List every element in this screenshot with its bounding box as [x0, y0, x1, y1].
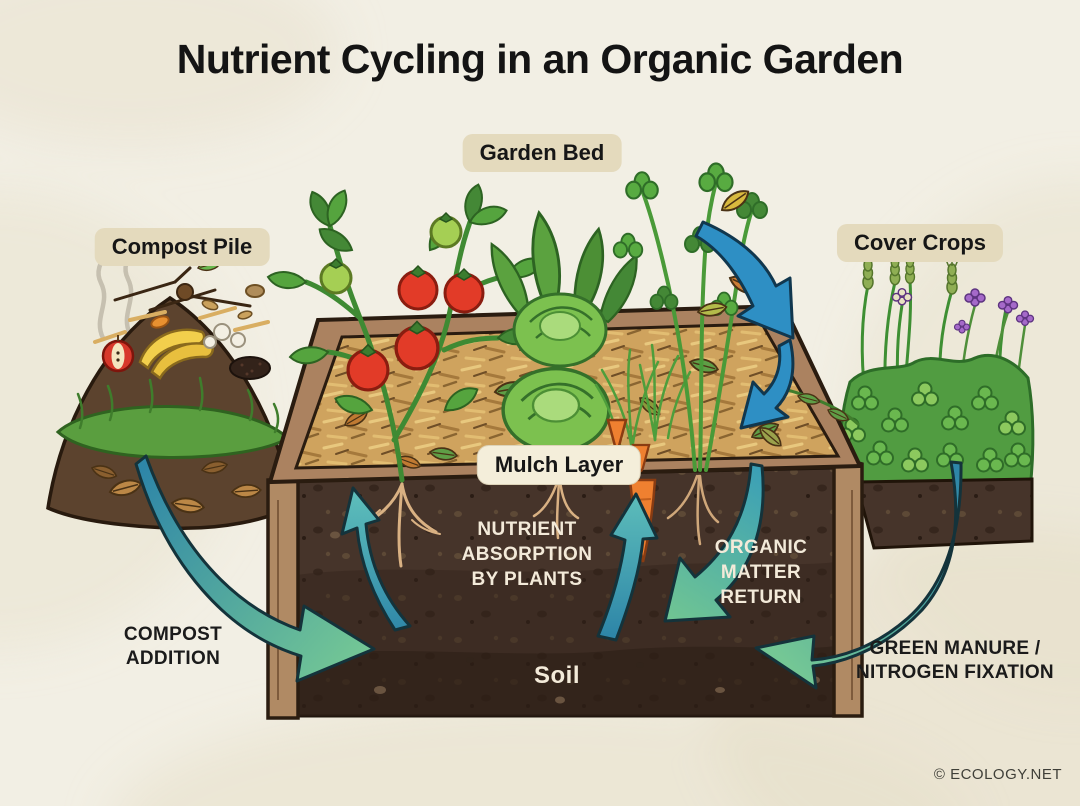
- leaf-fall-arrow-upper: [694, 220, 795, 340]
- lettuce: [481, 209, 647, 454]
- copyright-text: © ECOLOGY.NET: [933, 766, 1062, 783]
- label-mulch-layer: Mulch Layer: [476, 445, 642, 485]
- coffee-grounds: [229, 356, 271, 380]
- bed-left-post: [266, 476, 300, 720]
- herb-plant: [612, 162, 768, 472]
- annotation-green-manure: GREEN MANURE / NITROGEN FIXATION: [856, 638, 1054, 684]
- cover-crops: [837, 244, 1035, 550]
- nutrient-absorption-arrow-right: [596, 492, 659, 642]
- label-cover-crops: Cover Crops: [836, 224, 1004, 262]
- apple-core: [101, 335, 135, 373]
- annotation-nutrient-absorption: NUTRIENT ABSORPTION BY PLANTS: [461, 519, 593, 591]
- label-garden-bed: Garden Bed: [462, 134, 622, 172]
- organic-matter-return-arrow: [663, 462, 765, 623]
- eggshells: [203, 323, 246, 349]
- cycle-arrows: [134, 220, 963, 690]
- annotation-organic-matter-return: ORGANIC MATTER RETURN: [714, 537, 808, 609]
- carrots: [594, 343, 692, 473]
- green-manure-arrow: [754, 460, 963, 690]
- annotation-soil: Soil: [534, 662, 581, 689]
- nutrient-absorption-arrow-left: [340, 486, 412, 632]
- label-compost-pile: Compost Pile: [94, 228, 270, 266]
- annotation-compost-addition: COMPOST ADDITION: [123, 624, 223, 670]
- compost-addition-arrow: [134, 454, 376, 683]
- banana-peels: [138, 328, 214, 380]
- leaf-fall-arrow-lower: [739, 338, 795, 430]
- compost-pile: [46, 256, 295, 531]
- page-title: Nutrient Cycling in an Organic Garden: [176, 36, 904, 82]
- cover-crop-soil-strip: [854, 477, 1034, 550]
